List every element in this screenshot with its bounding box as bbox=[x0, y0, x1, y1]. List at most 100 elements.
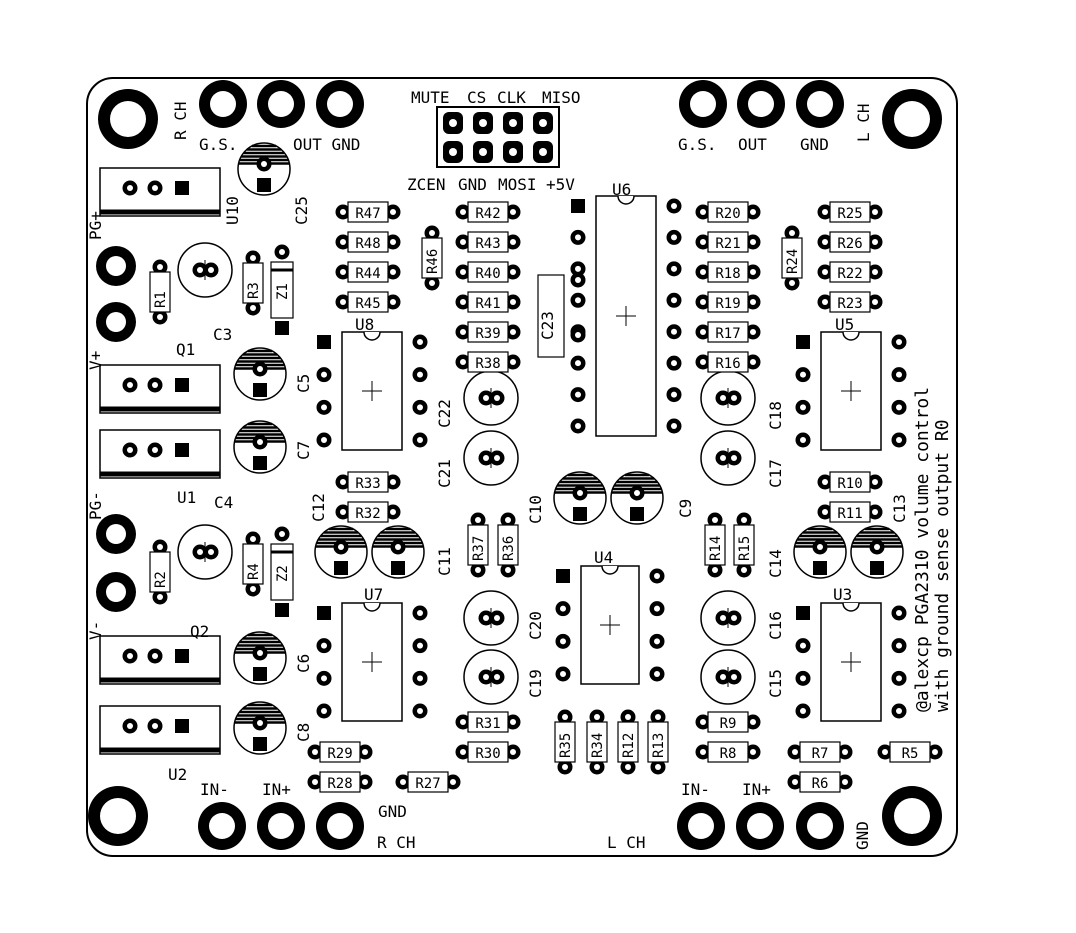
pad-hole bbox=[822, 269, 828, 275]
ref-c20: C20 bbox=[526, 611, 545, 640]
output-terminal bbox=[679, 80, 727, 128]
pin-hole bbox=[539, 148, 547, 156]
pad-hole bbox=[261, 161, 267, 167]
ref-u1: U1 bbox=[177, 488, 196, 507]
output-terminal bbox=[257, 80, 305, 128]
zener-body bbox=[270, 543, 294, 601]
pad-hole bbox=[712, 567, 718, 573]
resistor-label: R22 bbox=[837, 266, 862, 282]
pad-hole bbox=[575, 265, 581, 272]
pad-hole bbox=[750, 209, 756, 215]
pad-hole bbox=[390, 509, 396, 515]
electrolytic-cap bbox=[371, 525, 425, 579]
ref-c14: C14 bbox=[766, 549, 785, 578]
label-gs-right: G.S. bbox=[678, 135, 717, 154]
pad-hole bbox=[872, 209, 878, 215]
pad-hole bbox=[417, 675, 423, 682]
pad-hole bbox=[208, 267, 214, 273]
regulator-top bbox=[99, 167, 221, 217]
electrolytic-cap bbox=[553, 471, 607, 525]
pad-hole bbox=[321, 642, 327, 649]
resistor-label: R27 bbox=[415, 776, 440, 792]
film-cap bbox=[463, 590, 519, 646]
regulator-q2 bbox=[99, 635, 221, 685]
ref-c21: C21 bbox=[435, 459, 454, 488]
header-label-gnd: GND bbox=[458, 175, 487, 194]
resistor-r24: R24 bbox=[781, 225, 803, 291]
pin-hole bbox=[449, 119, 457, 127]
label-gnd-r: GND bbox=[853, 821, 872, 850]
pad-hole bbox=[822, 479, 828, 485]
pad-hole bbox=[896, 708, 902, 714]
resistor-label: R31 bbox=[475, 716, 500, 732]
pad-hole bbox=[460, 719, 466, 725]
resistor-label: R4 bbox=[246, 563, 262, 580]
pad-hole bbox=[822, 299, 828, 305]
resistor-label: R35 bbox=[558, 733, 574, 758]
resistor-r35: R35 bbox=[554, 709, 576, 775]
pad-hole bbox=[896, 437, 902, 443]
pin-hole bbox=[509, 119, 517, 127]
ic-notch bbox=[363, 331, 381, 341]
pad-hole bbox=[510, 299, 516, 305]
pad-hole bbox=[654, 605, 660, 612]
resistor-r8: R8 bbox=[695, 741, 761, 763]
resistor-r32: R32 bbox=[335, 501, 401, 523]
resistor-label: R41 bbox=[475, 296, 500, 312]
pad-hole bbox=[575, 297, 581, 304]
pad-hole bbox=[429, 230, 435, 236]
pad-hole bbox=[417, 610, 423, 616]
pad-hole bbox=[362, 779, 368, 785]
pad-hole bbox=[340, 239, 346, 245]
label-in-plus-l: IN+ bbox=[262, 780, 291, 799]
pad-hole bbox=[362, 749, 368, 755]
ic-u8 bbox=[316, 331, 428, 451]
pad-hole bbox=[741, 517, 747, 523]
resistor-label: R14 bbox=[708, 536, 724, 561]
pad-hole bbox=[842, 749, 848, 755]
resistor-label: R26 bbox=[837, 236, 862, 252]
resistor-body bbox=[149, 551, 171, 593]
pad-square bbox=[175, 181, 189, 195]
resistor-body bbox=[829, 231, 871, 253]
ic-u3 bbox=[795, 602, 907, 722]
mount-hole bbox=[88, 786, 148, 846]
pad-hole bbox=[750, 359, 756, 365]
resistor-r42: R42 bbox=[455, 201, 521, 223]
pad-hole bbox=[750, 269, 756, 275]
resistor-label: R23 bbox=[837, 296, 862, 312]
terminal-hole bbox=[209, 813, 235, 839]
ref-c5: C5 bbox=[294, 374, 313, 393]
header-label-clk: CLK bbox=[497, 88, 526, 107]
resistor-body bbox=[467, 261, 509, 283]
resistor-body bbox=[707, 231, 749, 253]
ref-c4: C4 bbox=[214, 493, 233, 512]
zener-z2: Z2 bbox=[270, 526, 294, 617]
electrolytic-cap bbox=[237, 142, 291, 196]
resistor-r9: R9 bbox=[695, 711, 761, 733]
pad-hole bbox=[700, 719, 706, 725]
ref-c18: C18 bbox=[766, 401, 785, 430]
regulator-u1 bbox=[99, 429, 221, 479]
pad-hole bbox=[750, 299, 756, 305]
pad-square bbox=[630, 507, 644, 521]
pad-hole bbox=[789, 280, 795, 286]
resistor-r37: R37 bbox=[467, 512, 489, 578]
pad-hole bbox=[654, 671, 660, 677]
resistor-body bbox=[707, 321, 749, 343]
resistor-label: R25 bbox=[837, 206, 862, 222]
resistor-r43: R43 bbox=[455, 231, 521, 253]
ic-u7 bbox=[316, 602, 428, 722]
pad-square bbox=[813, 561, 827, 575]
pad-hole bbox=[127, 382, 133, 388]
pad-hole bbox=[483, 674, 489, 680]
control-pin-header bbox=[436, 106, 560, 168]
ref-u6: U6 bbox=[612, 180, 631, 199]
pad-square bbox=[275, 321, 289, 335]
electrolytic-cap bbox=[314, 525, 368, 579]
resistor-label: R3 bbox=[246, 282, 262, 299]
hole-center bbox=[106, 256, 126, 276]
pad-square bbox=[796, 606, 810, 620]
resistor-body bbox=[149, 271, 171, 313]
pad-hole bbox=[741, 567, 747, 573]
